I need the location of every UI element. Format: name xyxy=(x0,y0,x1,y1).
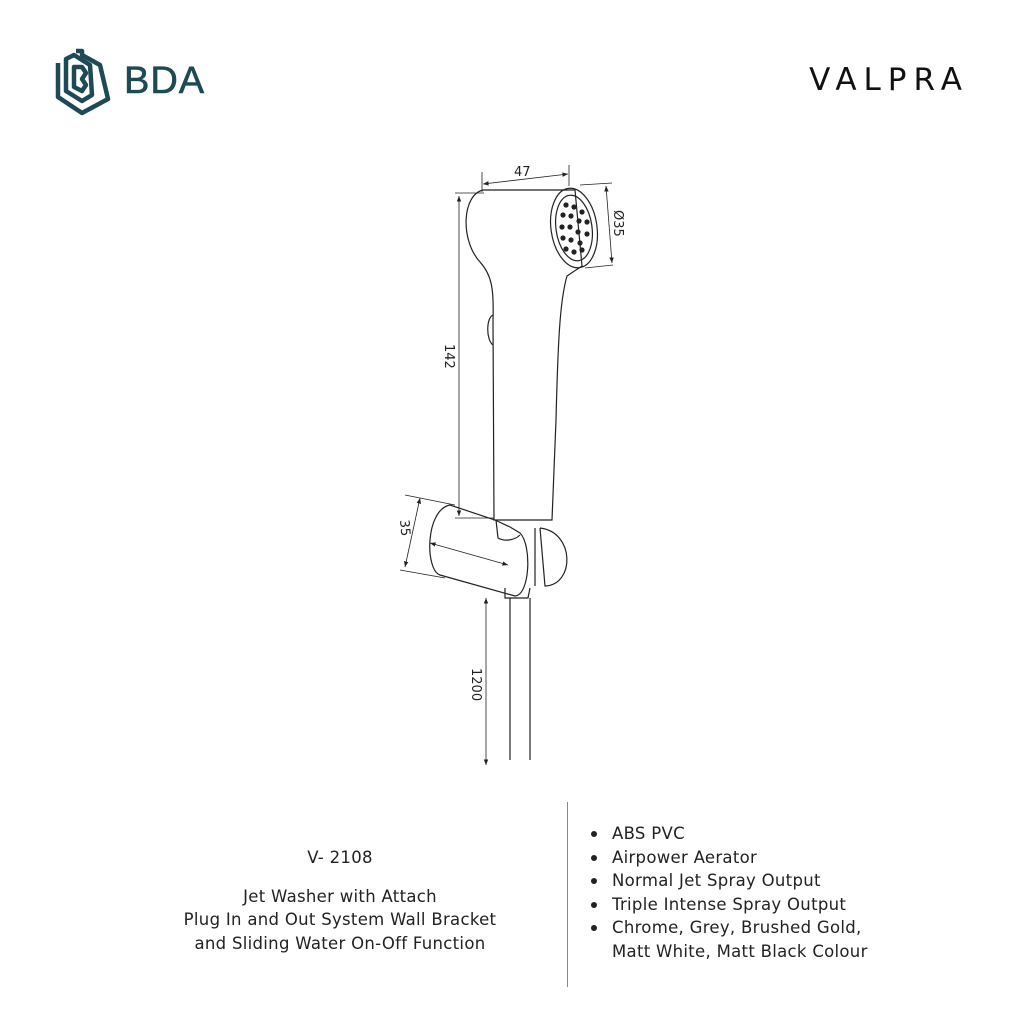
model-number: V- 2108 xyxy=(307,848,373,867)
description-line: Plug In and Out System Wall Bracket xyxy=(183,910,497,929)
dimension-height: 142 xyxy=(441,344,456,369)
spray-nozzles xyxy=(559,202,590,255)
description-line: Jet Washer with Attach xyxy=(243,886,437,906)
jet-washer-outline xyxy=(429,187,599,760)
bda-logo-icon xyxy=(55,48,111,116)
dimension-hose: 1200 xyxy=(468,668,483,701)
bda-wordmark: BDA xyxy=(124,59,206,102)
product-technical-drawing: 47 Ø35 142 35 1200 xyxy=(396,165,625,765)
product-info: V- 2108 Jet Washer with Attach Plug In a… xyxy=(130,846,550,955)
dimension-width: 47 xyxy=(514,165,531,180)
feature-item: Airpower Aerator xyxy=(588,846,868,870)
description-line: and Sliding Water On-Off Function xyxy=(194,933,486,953)
feature-item-continued: Matt White, Matt Black Colour xyxy=(612,941,868,961)
valpra-logo: VALPRA xyxy=(809,62,969,98)
feature-item: Triple Intense Spray Output xyxy=(588,893,868,917)
feature-list: ABS PVC Airpower Aerator Normal Jet Spra… xyxy=(588,822,868,963)
bda-logo: BDA xyxy=(52,45,205,117)
dimension-lines xyxy=(399,165,614,765)
dimension-diameter: Ø35 xyxy=(610,210,625,237)
feature-item: Chrome, Grey, Brushed Gold, xyxy=(588,916,868,940)
dimension-bracket: 35 xyxy=(396,519,412,537)
feature-item: ABS PVC xyxy=(588,822,868,846)
divider xyxy=(567,802,568,987)
feature-item: Normal Jet Spray Output xyxy=(588,869,868,893)
